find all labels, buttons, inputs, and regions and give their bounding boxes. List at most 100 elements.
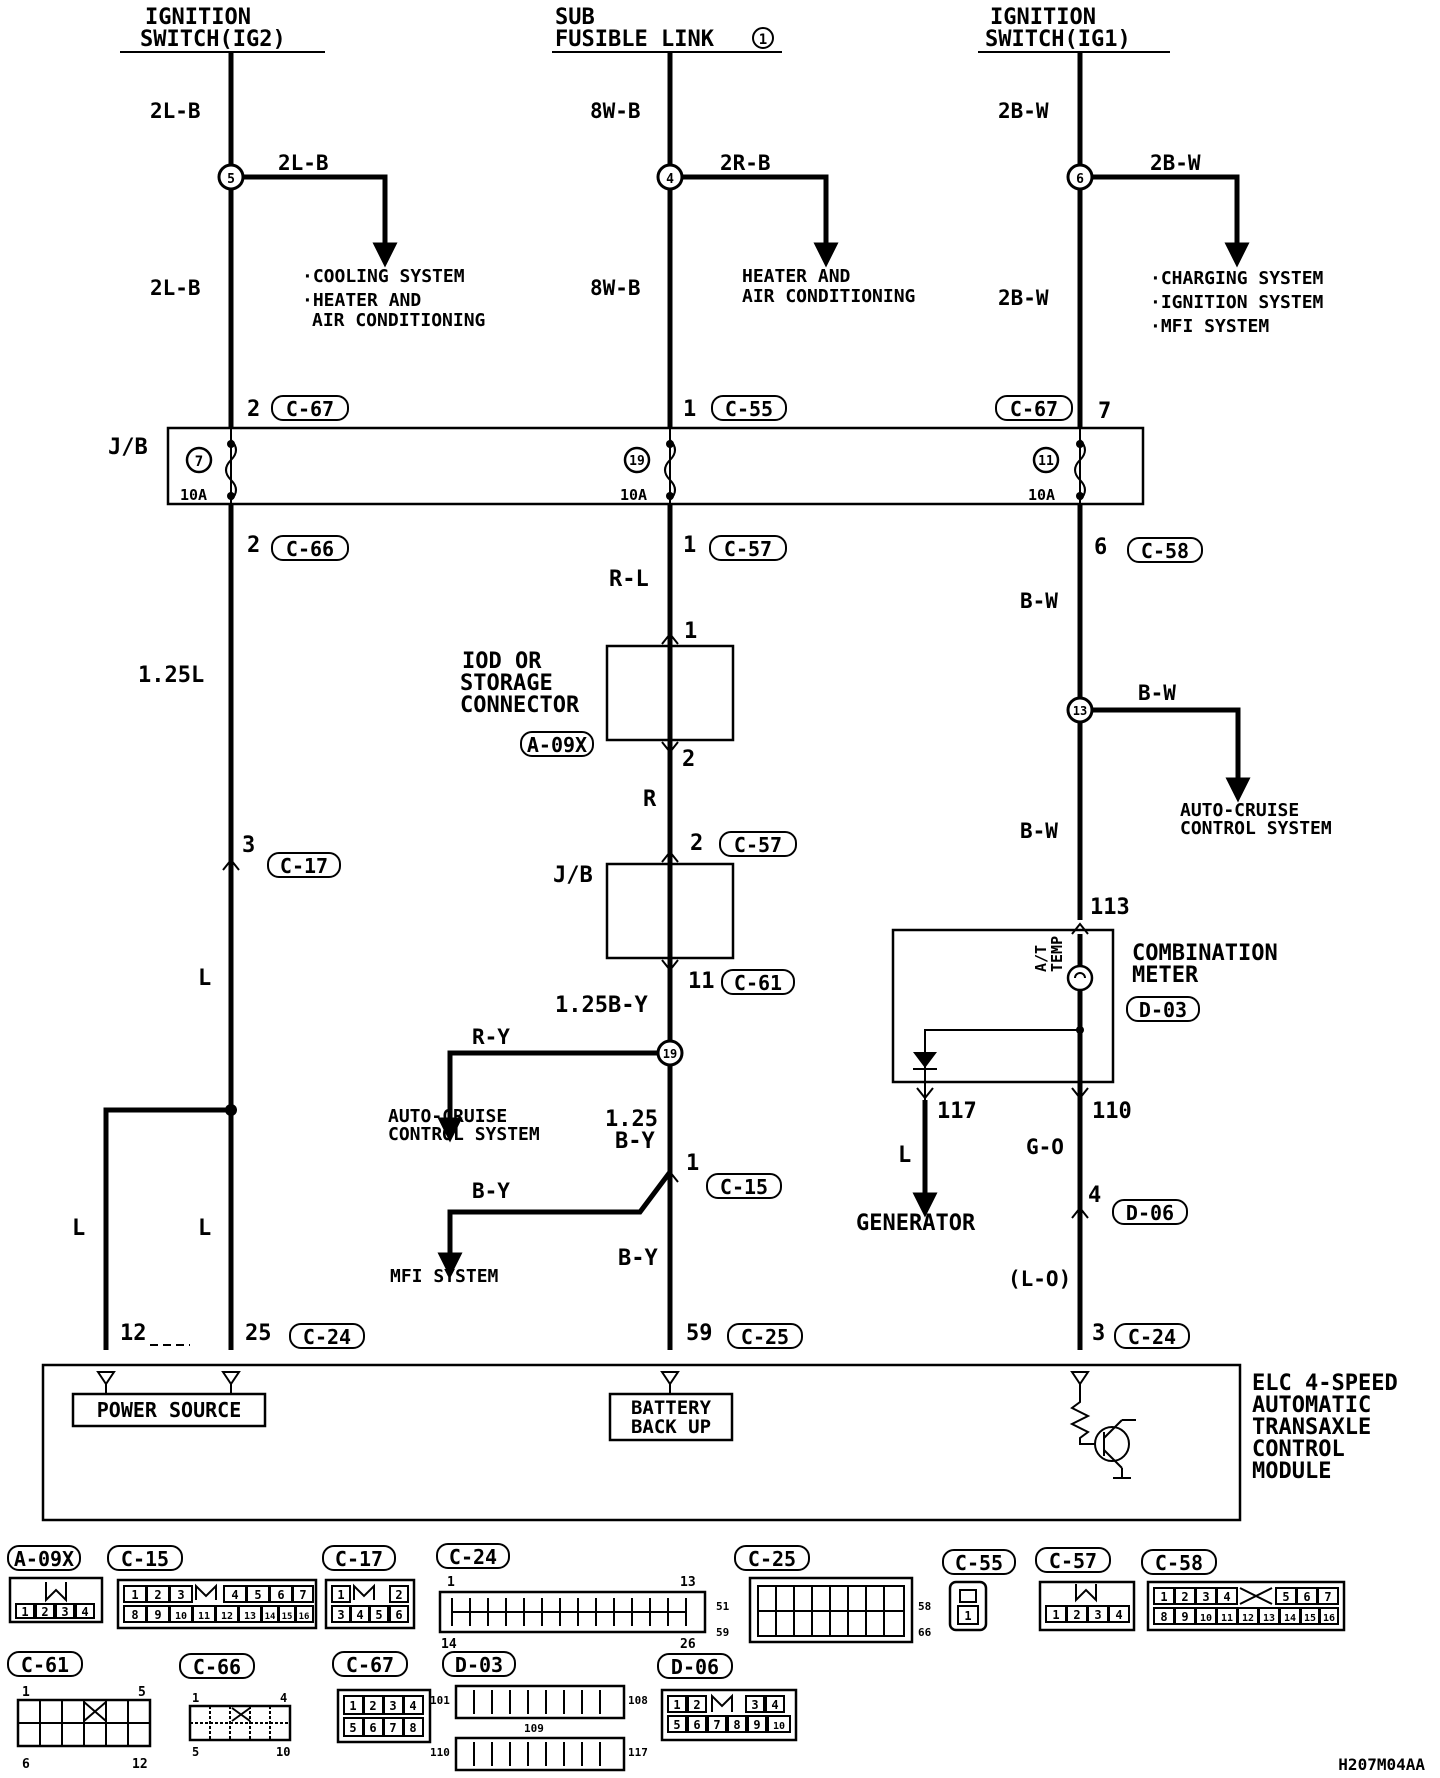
svg-text:4: 4 (1115, 1608, 1122, 1622)
svg-text:6: 6 (369, 1721, 376, 1735)
connector-view-c57: C-57 1 2 3 4 (1035, 1547, 1136, 1632)
gauge-label-1: A/T (1032, 945, 1050, 972)
svg-text:7: 7 (1324, 1590, 1331, 1604)
tag-c24-left: C-24 (289, 1323, 365, 1349)
tag-c55: C-55 (711, 395, 787, 421)
fuse-11-rating: 10A (1028, 486, 1055, 504)
svg-text:1: 1 (337, 1588, 344, 1602)
tcm-frame (41, 1363, 1242, 1522)
pin-meter-gen: 117 (937, 1099, 977, 1124)
pin-c67-left: 2 (247, 397, 260, 422)
svg-text:C-15: C-15 (720, 1175, 768, 1199)
svg-text:2: 2 (154, 1588, 161, 1602)
tag-c17: C-17 (267, 852, 341, 878)
svg-text:D-06: D-06 (671, 1655, 719, 1679)
pin-c58: 6 (1094, 535, 1107, 560)
branch-sub (670, 174, 839, 268)
wire-label-go: G-O (1026, 1135, 1064, 1159)
pin-jb2-in: 2 (690, 831, 703, 856)
fuse-7-rating: 10A (180, 486, 207, 504)
pin-c66: 2 (247, 533, 260, 558)
svg-text:2: 2 (395, 1588, 402, 1602)
svg-text:14: 14 (441, 1637, 457, 1652)
connector-mark-c17 (222, 858, 240, 871)
svg-text:51: 51 (716, 1600, 730, 1613)
svg-text:3: 3 (337, 1608, 344, 1622)
dest-cruise-left-1: AUTO-CRUISE (388, 1106, 507, 1127)
svg-text:26: 26 (680, 1637, 696, 1652)
svg-text:3: 3 (1202, 1590, 1209, 1604)
tag-c61: C-61 (721, 969, 795, 995)
dest-ig2-3: AIR CONDITIONING (312, 310, 485, 331)
connector-view-c66: C-66 1 4 5 10 (179, 1653, 292, 1759)
svg-text:1: 1 (192, 1691, 199, 1705)
pin-c24-right: 25 (245, 1321, 272, 1346)
wire-label-l-mid: L (198, 966, 211, 991)
svg-text:C-17: C-17 (280, 854, 328, 878)
svg-text:6: 6 (22, 1757, 30, 1772)
svg-text:108: 108 (628, 1694, 648, 1707)
meter-arrow-gen (916, 1087, 934, 1100)
svg-text:1: 1 (964, 1609, 971, 1623)
connector-views: A-09X 1 2 3 4 C-15 1 2 3 4 5 6 7 (7, 1543, 1346, 1772)
svg-text:109: 109 (524, 1722, 544, 1735)
fuse-11: 11 10A (1028, 428, 1086, 504)
svg-text:11: 11 (1221, 1613, 1233, 1624)
svg-text:C-57: C-57 (734, 833, 782, 857)
svg-text:1: 1 (1052, 1608, 1059, 1622)
wire-label-ig2-top: 2L-B (150, 99, 201, 123)
dest-ig2-2: ·HEATER AND (302, 290, 421, 311)
iod-label-3: CONNECTOR (460, 693, 580, 718)
svg-text:12: 12 (1242, 1613, 1254, 1624)
gauge-label-2: TEMP (1048, 936, 1066, 972)
iod-arrow-in (661, 632, 679, 645)
svg-text:C-25: C-25 (748, 1547, 796, 1571)
svg-text:5: 5 (673, 1718, 680, 1732)
fuse-19: 19 10A (620, 428, 676, 504)
svg-text:1: 1 (22, 1685, 30, 1700)
pin-c25: 59 (686, 1321, 713, 1346)
svg-text:12: 12 (132, 1757, 148, 1772)
branch-ry (437, 1050, 670, 1143)
splice-6: 6 (1066, 163, 1094, 191)
wire-label-l-left: L (72, 1216, 85, 1241)
svg-text:2: 2 (41, 1605, 48, 1619)
meter-label-1: COMBINATION (1132, 941, 1278, 966)
svg-text:C-66: C-66 (286, 537, 334, 561)
connector-mark-d06 (1071, 1206, 1089, 1219)
wire-label-ig1-branch: 2B-W (1150, 151, 1201, 175)
dest-sub-1: HEATER AND (742, 266, 851, 287)
svg-text:C-67: C-67 (346, 1653, 394, 1677)
splice-19: 19 (656, 1039, 684, 1067)
meter-diode-wire (924, 1029, 1080, 1100)
wire-l-branch (103, 1107, 231, 1350)
tcm-transistor-symbol (1094, 1426, 1130, 1462)
wire-label-by-low: B-Y (618, 1246, 658, 1271)
iod-label-1: IOD OR (462, 649, 542, 674)
wire-label-ry: R-Y (472, 1025, 510, 1049)
tag-a09x: A-09X (520, 731, 594, 757)
svg-text:66: 66 (918, 1626, 932, 1639)
connector-view-d03: D-03 101 108 109 110 117 (430, 1651, 648, 1772)
column-ig2: 2L-B 2L-B 2L-B ·COOLING SYSTEM ·HEATER A… (72, 52, 485, 1350)
svg-text:C-24: C-24 (1128, 1325, 1176, 1349)
svg-text:117: 117 (628, 1746, 648, 1759)
source-sub-number: 1 (759, 32, 767, 48)
wire-label-rl: R-L (609, 567, 649, 592)
fuse-7: 7 10A (180, 428, 237, 504)
svg-text:15: 15 (1304, 1613, 1316, 1624)
temp-gauge-symbol (1066, 964, 1094, 992)
iod-arrow-out (661, 741, 679, 754)
svg-text:59: 59 (716, 1626, 729, 1639)
svg-text:3: 3 (389, 1699, 396, 1713)
pin-c57-top: 1 (683, 533, 696, 558)
source-ig1-line1: IGNITION (990, 5, 1096, 30)
svg-text:C-25: C-25 (741, 1325, 789, 1349)
tag-c67-right: C-67 (995, 395, 1073, 421)
svg-text:C-15: C-15 (121, 1547, 169, 1571)
svg-text:D-03: D-03 (1139, 998, 1187, 1022)
dest-sub-2: AIR CONDITIONING (742, 286, 915, 307)
tcm-resistor-symbol (1069, 1394, 1095, 1445)
wire-label-l-right: L (198, 1216, 211, 1241)
